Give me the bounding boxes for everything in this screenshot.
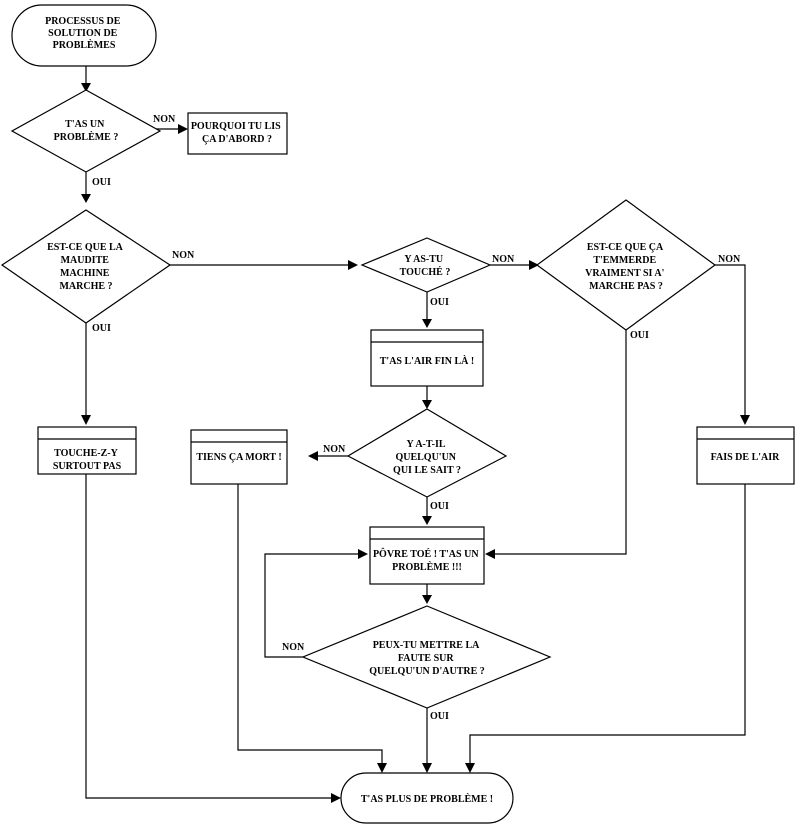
start-text: PROCESSUS DE SOLUTION DE PROBLÈMES [45, 16, 123, 51]
look-smart-box [370, 329, 484, 387]
edge-label-no: NON [323, 444, 346, 455]
edge-label-yes: OUI [92, 177, 111, 188]
problem-decision [10, 89, 162, 173]
care-text: EST-CE QUE ÇA T'EMMERDE VRAIMENT SI A' M… [585, 242, 667, 292]
blame-text: PEUX-TU METTRE LA FAUTE SUR QUELQU'UN D'… [369, 640, 485, 677]
keep-dead-box [190, 429, 288, 485]
edge-label-yes: OUI [92, 323, 111, 334]
machine-works-decision [0, 209, 172, 324]
anyone-knows-decision [346, 408, 508, 498]
why-read-box [187, 112, 288, 155]
dont-touch-box [37, 426, 137, 475]
keep-dead-text: TIENS ÇA MORT ! [196, 452, 281, 463]
machine-works-text: EST-CE QUE LA MAUDITE MACHINE MARCHE ? [47, 242, 125, 292]
edge-label-no: NON [172, 250, 195, 261]
connectors [85, 66, 746, 799]
anyone-knows-text: Y A-T-IL QUELQU'UN QUI LE SAIT ? [393, 439, 461, 476]
end-terminal [340, 772, 514, 824]
leave-box [696, 426, 795, 485]
edge-label-yes: OUI [430, 711, 449, 722]
why-read-text: POURQUOI TU LIS ÇA D'ABORD ? [191, 121, 283, 145]
leave-text: FAIS DE L'AIR [711, 452, 780, 463]
end-text: T'AS PLUS DE PROBLÈME ! [361, 793, 493, 805]
edge-label-no: NON [492, 254, 515, 265]
edge-label-no: NON [153, 114, 176, 125]
look-smart-text: T'AS L'AIR FIN LÀ ! [380, 355, 474, 367]
blame-decision [301, 605, 552, 709]
dont-touch-text: TOUCHE-Z-Y SURTOUT PAS [53, 448, 122, 472]
edge-label-no: NON [718, 254, 741, 265]
edge-label-yes: OUI [430, 501, 449, 512]
touched-decision [360, 237, 492, 293]
start-terminal [11, 4, 157, 67]
poor-you-box [369, 526, 485, 585]
poor-you-text: PÔVRE TOÉ ! T'AS UN PROBLÈME !!! [373, 547, 481, 573]
problem-decision-text: T'AS UN PROBLÈME ? [54, 119, 119, 143]
edge-label-yes: OUI [430, 297, 449, 308]
arrowheads [81, 83, 750, 803]
care-decision [535, 199, 717, 331]
edge-labels: NON OUI NON OUI NON OUI NON OUI NON OUI … [92, 114, 741, 722]
edge-label-yes: OUI [630, 330, 649, 341]
touched-text: Y AS-TU TOUCHÉ ? [400, 254, 451, 278]
edge-label-no: NON [282, 642, 305, 653]
